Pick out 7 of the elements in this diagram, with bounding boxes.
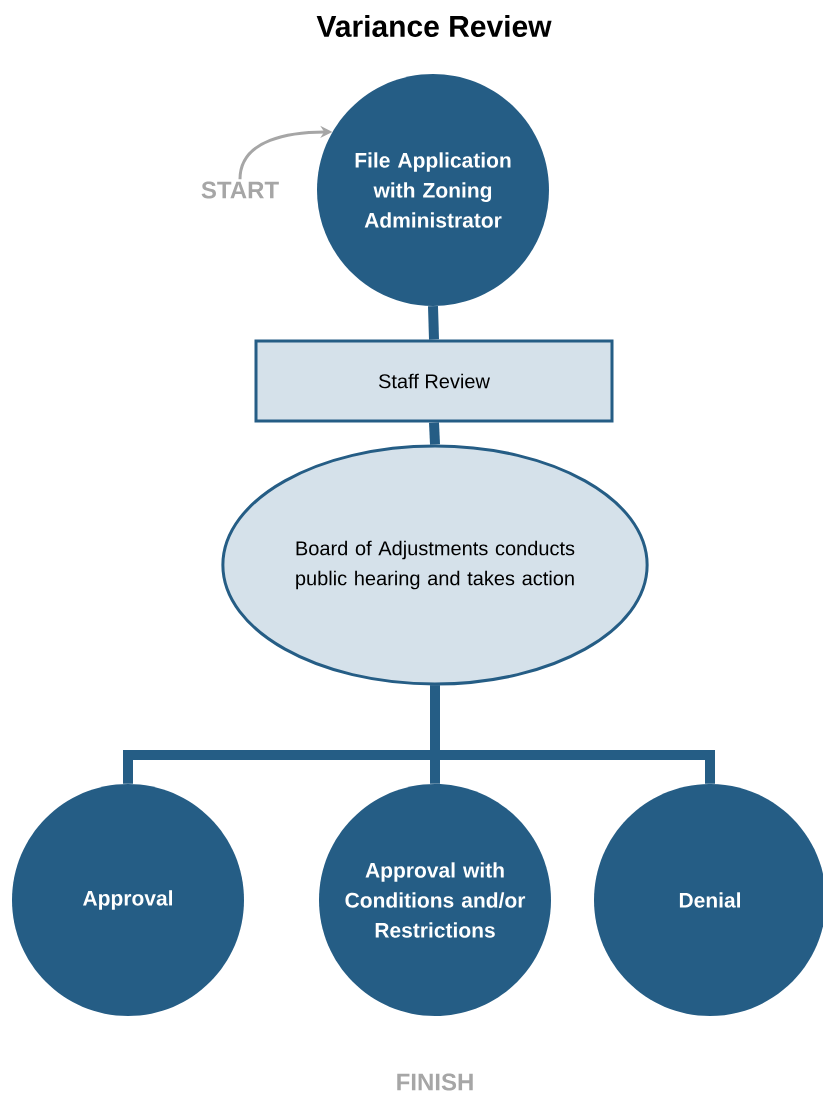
start-text: START bbox=[201, 181, 279, 199]
title: Variance Review bbox=[316, 15, 552, 37]
process-box: Staff Review bbox=[254, 339, 614, 423]
connector bbox=[430, 685, 715, 784]
connector bbox=[429, 422, 440, 445]
finish-text: FINISH bbox=[397, 1073, 473, 1091]
connector bbox=[428, 306, 439, 340]
